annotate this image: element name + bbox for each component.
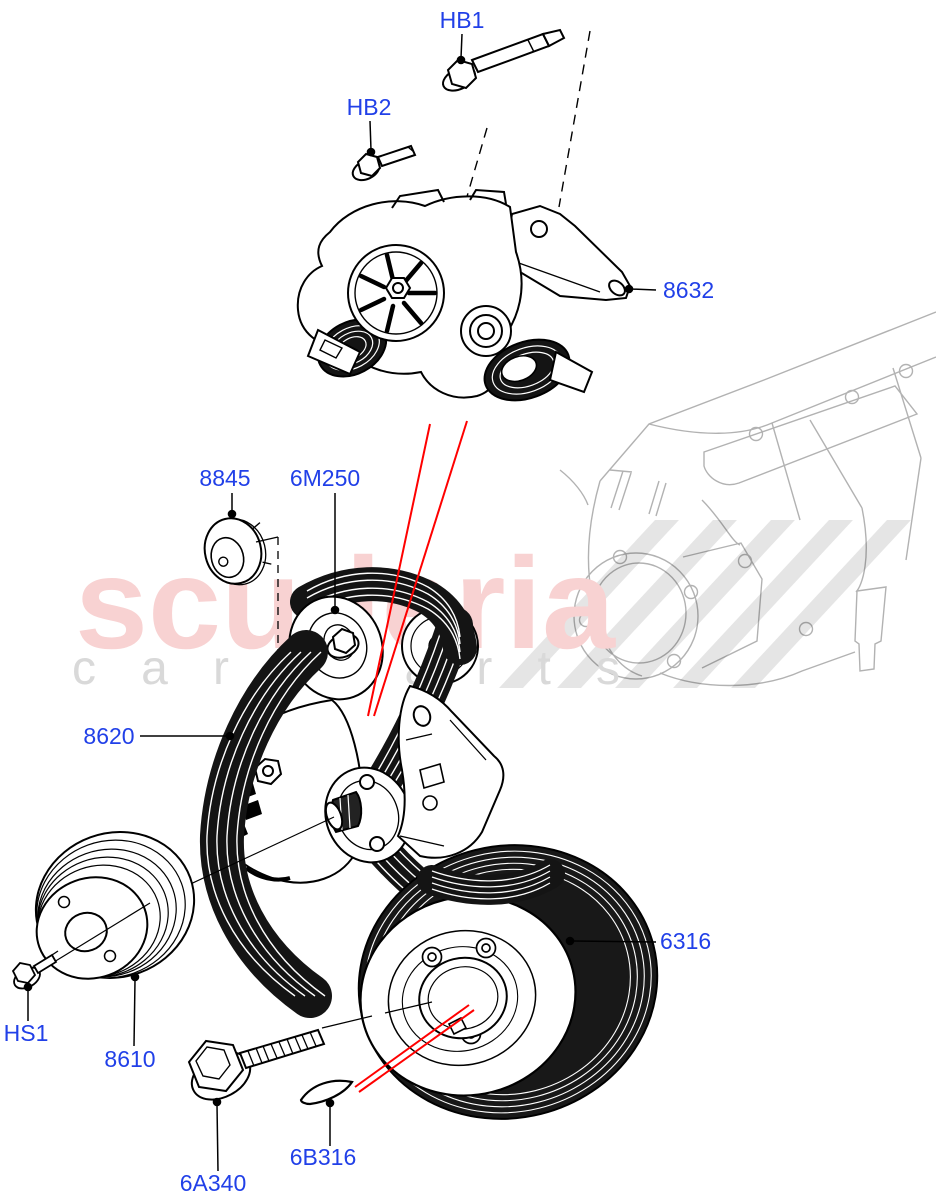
part-label-6b316[interactable]: 6B316 (289, 1144, 357, 1170)
part-label-8845[interactable]: 8845 (199, 465, 251, 491)
watermark-stripes (499, 520, 911, 688)
bolt-6a340-drawing (187, 1028, 326, 1101)
highlight-lines (354, 420, 475, 1093)
part-label-8620[interactable]: 8620 (83, 723, 135, 749)
crank-pulley-drawing (321, 844, 659, 1120)
leader-lines (27, 33, 657, 1172)
part-label-8610[interactable]: 8610 (104, 1046, 156, 1072)
part-label-6m250[interactable]: 6M250 (289, 465, 361, 491)
leader-dots (23, 55, 634, 1108)
bolt-hs1-drawing (11, 950, 59, 990)
bracket-drawing (396, 684, 505, 859)
part-label-8632[interactable]: 8632 (663, 277, 715, 303)
bolt-hb1-drawing (442, 28, 566, 92)
tensioner-assembly-drawing (296, 188, 632, 402)
bolt-hb2-drawing (351, 144, 417, 182)
part-label-hb2[interactable]: HB2 (346, 94, 392, 120)
engine-block-ghost (559, 311, 936, 687)
dashed-install-lines (458, 30, 591, 225)
part-label-hs1[interactable]: HS1 (3, 1020, 49, 1046)
part-label-hb1[interactable]: HB1 (439, 7, 485, 33)
pump-flange-drawing (151, 766, 412, 903)
part-label-6316[interactable]: 6316 (660, 928, 712, 954)
ps-pulley-drawing (34, 831, 196, 980)
key-6b316-drawing (299, 1079, 354, 1106)
part-label-6a340[interactable]: 6A340 (179, 1170, 247, 1196)
